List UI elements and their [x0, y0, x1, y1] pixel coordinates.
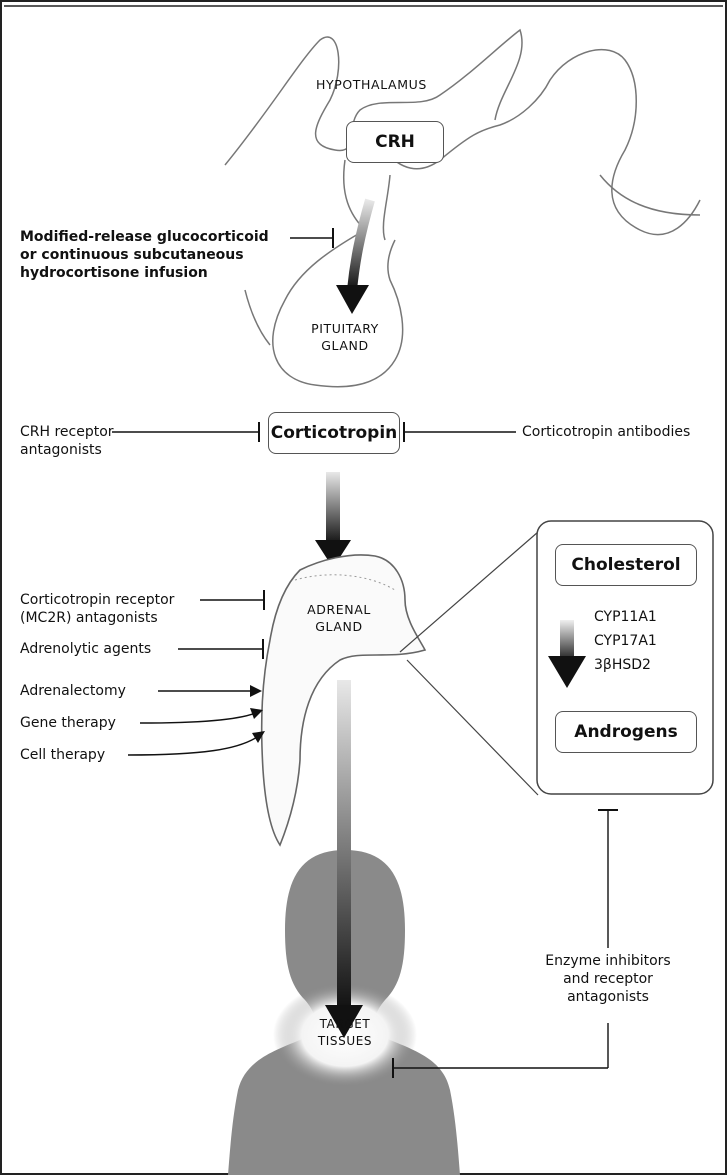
zoom-line-top: [400, 532, 538, 652]
adrenal-label: ADRENAL GLAND: [296, 601, 382, 635]
enzyme-item: CYP17A1: [594, 629, 657, 653]
crh-receptor-line1: CRH receptor: [20, 423, 114, 441]
adrenalectomy-head: [250, 685, 262, 697]
target-label-line2: TISSUES: [305, 1033, 385, 1050]
enzyme-list: CYP11A1 CYP17A1 3βHSD2: [594, 605, 657, 677]
enzyme-inhibitors-line2: and receptor: [540, 970, 676, 988]
adrenalectomy-label: Adrenalectomy: [20, 682, 126, 700]
gene-therapy-label: Gene therapy: [20, 714, 116, 732]
adrenal-label-line1: ADRENAL: [296, 601, 382, 618]
cholesterol-box: Cholesterol: [555, 544, 697, 586]
adrenolytic-label: Adrenolytic agents: [20, 640, 151, 658]
crh-arrow-head: [336, 285, 369, 314]
cell-therapy-line: [128, 735, 260, 755]
adrenal-output-shaft: [337, 680, 351, 1010]
enzyme-arrow-shaft: [560, 620, 574, 660]
mc2r-line1: Corticotropin receptor: [20, 591, 174, 609]
corticotropin-antibodies-label: Corticotropin antibodies: [522, 423, 690, 441]
gene-therapy-line: [140, 712, 258, 723]
crh-receptor-label: CRH receptor antagonists: [20, 423, 114, 459]
mc2r-line2: (MC2R) antagonists: [20, 609, 174, 627]
enzyme-item: 3βHSD2: [594, 653, 657, 677]
corticotropin-box: Corticotropin: [268, 412, 400, 454]
modified-release-line2: or continuous subcutaneous: [20, 246, 269, 264]
modified-release-line1: Modified-release glucocorticoid: [20, 228, 269, 246]
crh-box: CRH: [346, 121, 444, 163]
hypothalamus-label: HYPOTHALAMUS: [316, 76, 427, 93]
pituitary-label-line1: PITUITARY: [293, 320, 397, 337]
target-tissues-label: TARGET TISSUES: [305, 1016, 385, 1050]
target-label-line1: TARGET: [305, 1016, 385, 1033]
enzyme-inhibitors-line1: Enzyme inhibitors: [540, 952, 676, 970]
enzyme-inhibitors-line3: antagonists: [540, 988, 676, 1006]
enzyme-item: CYP11A1: [594, 605, 657, 629]
modified-release-line3: hydrocortisone infusion: [20, 264, 269, 282]
pituitary-label: PITUITARY GLAND: [293, 320, 397, 354]
adrenal-label-line2: GLAND: [296, 618, 382, 635]
mc2r-label: Corticotropin receptor (MC2R) antagonist…: [20, 591, 174, 627]
pituitary-label-line2: GLAND: [293, 337, 397, 354]
modified-release-label: Modified-release glucocorticoid or conti…: [20, 228, 269, 282]
crh-arrow-shaft: [352, 200, 370, 290]
enzyme-inhibitors-label: Enzyme inhibitors and receptor antagonis…: [540, 952, 676, 1006]
crh-receptor-line2: antagonists: [20, 441, 114, 459]
corticotropin-arrow-shaft: [326, 472, 340, 544]
zoom-line-bottom: [407, 660, 538, 795]
androgens-box: Androgens: [555, 711, 697, 753]
cell-therapy-label: Cell therapy: [20, 746, 105, 764]
